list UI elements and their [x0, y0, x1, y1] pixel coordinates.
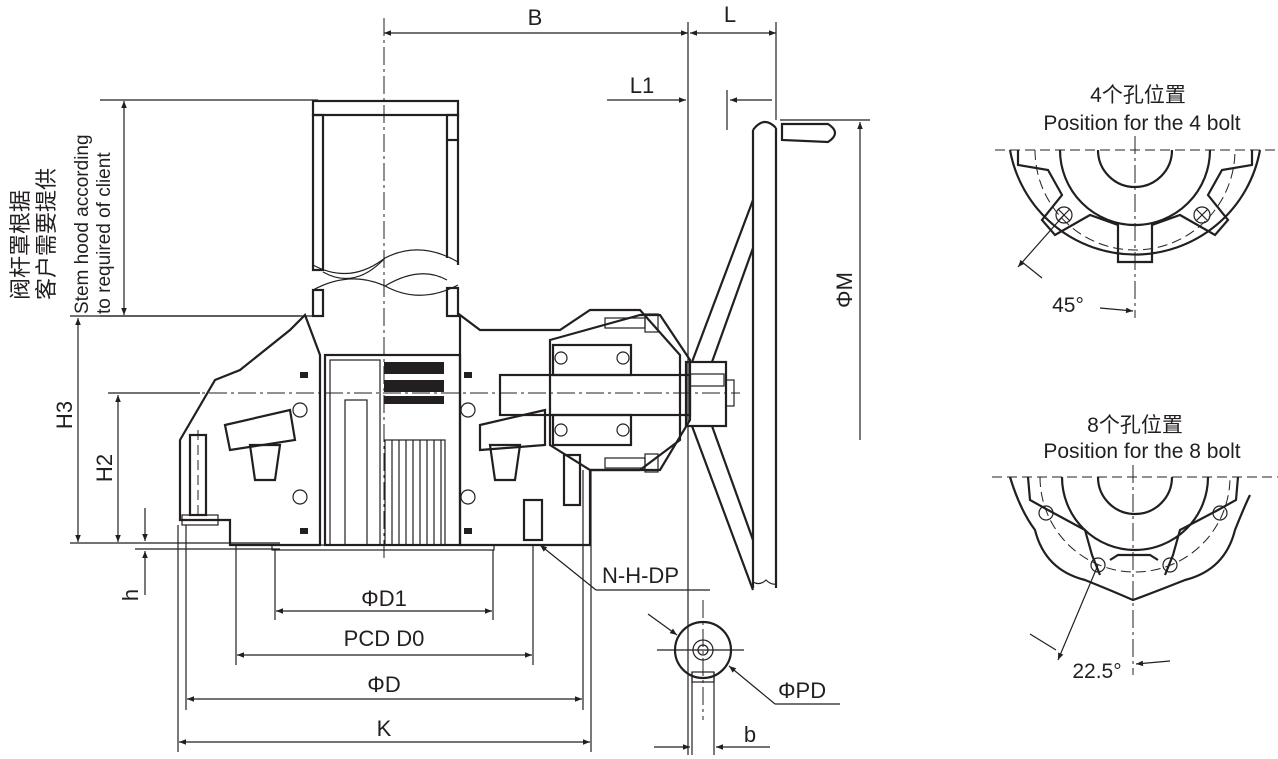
- dim-K-label: K: [377, 716, 392, 741]
- stem-hood-cn-1: 阀杆罩根据: [8, 190, 33, 300]
- stem-hood-height-dimension: [100, 99, 318, 317]
- dim-b-label: b: [744, 722, 756, 747]
- dim-nhdp-label: N-H-DP: [602, 563, 679, 588]
- eight-bolt-angle: 22.5°: [1072, 660, 1121, 683]
- stem-hood-en-1: Stem hood according: [72, 134, 93, 314]
- stem-hood-note: 阀杆罩根据 客户需要提供: [8, 168, 59, 300]
- four-bolt-title-cn: 4个孔位置: [1090, 84, 1186, 107]
- dim-L-label: L: [724, 2, 736, 27]
- dim-H2: H2: [92, 392, 200, 542]
- dim-nhdp: N-H-DP: [539, 544, 710, 591]
- stem-hood-note-en: Stem hood according to required of clien…: [72, 134, 115, 314]
- dim-H2-label: H2: [92, 454, 117, 482]
- dim-h: h: [118, 508, 148, 601]
- dim-phiPD-label: ΦPD: [778, 678, 826, 703]
- dim-B: B: [384, 5, 688, 36]
- eight-bolt-position: 8个孔位置 Position for the 8 bolt 22.5°: [992, 414, 1278, 683]
- shaft-key-detail: ΦPD b: [647, 600, 840, 755]
- dim-phiD-label: ΦD: [367, 672, 400, 697]
- dim-phiD: ΦD: [187, 672, 582, 702]
- stem-hood: [311, 99, 460, 318]
- dim-phiD1: ΦD1: [276, 586, 492, 614]
- eight-bolt-title-cn: 8个孔位置: [1087, 414, 1183, 437]
- dim-B-label: B: [528, 5, 543, 30]
- input-shaft-housing: [180, 313, 740, 473]
- dim-L1: L1: [607, 73, 772, 130]
- dim-phiM-label: ΦM: [832, 272, 857, 308]
- eight-bolt-title-en: Position for the 8 bolt: [1043, 440, 1240, 463]
- dim-h-label: h: [118, 589, 143, 601]
- handle-knob: [780, 122, 837, 144]
- dim-pcd: PCD D0: [237, 626, 532, 658]
- gearbox-body: [178, 308, 682, 551]
- dim-phiM: ΦM: [780, 119, 870, 440]
- four-bolt-angle: 45°: [1052, 294, 1084, 317]
- four-bolt-title-en: Position for the 4 bolt: [1043, 112, 1240, 135]
- handwheel: [690, 120, 837, 591]
- stem-hood-cn-2: 客户需要提供: [34, 168, 59, 300]
- dim-L: L: [690, 2, 776, 36]
- dim-H3-label: H3: [52, 401, 77, 429]
- dim-pcd-label: PCD D0: [344, 626, 425, 651]
- threaded-sleeve: [344, 399, 368, 546]
- dim-K: K: [179, 716, 590, 745]
- four-bolt-position: 4个孔位置 Position for the 4 bolt 45°: [995, 84, 1278, 318]
- stem-hood-en-2: to required of client: [94, 152, 115, 314]
- dim-L1-label: L1: [630, 73, 654, 98]
- dim-phiD1-label: ΦD1: [361, 586, 407, 611]
- dim-H3: H3: [52, 315, 300, 542]
- spline-section: [384, 439, 446, 546]
